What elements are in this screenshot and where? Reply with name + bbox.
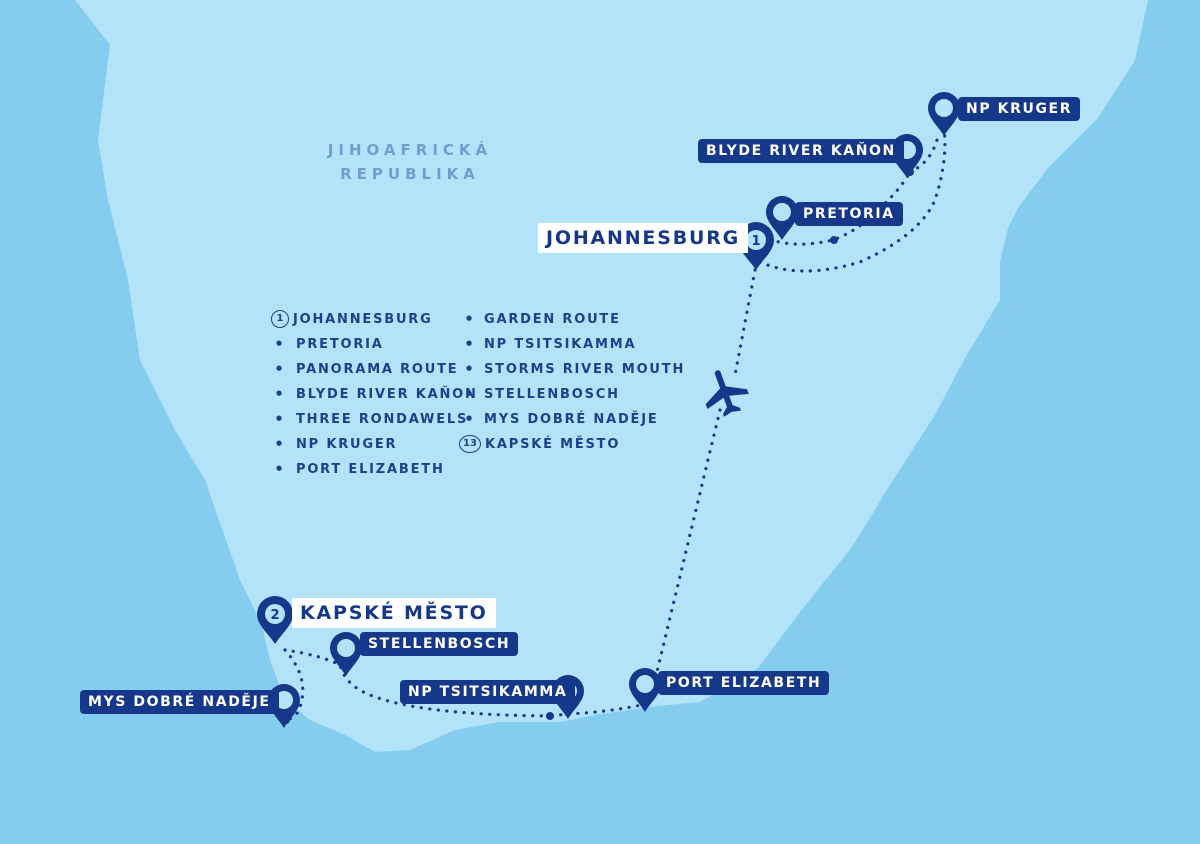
itinerary-text: MYS DOBRÉ NADĚJE xyxy=(484,411,659,427)
itinerary-number-badge: 1 xyxy=(271,310,289,328)
pin-port-elizabeth-icon xyxy=(629,668,661,712)
label-np-kruger: NP KRUGER xyxy=(958,97,1081,121)
label-port-elizabeth: PORT ELIZABETH xyxy=(658,671,830,695)
itinerary-text: NP KRUGER xyxy=(296,436,398,452)
pin-pretoria-icon xyxy=(766,196,798,240)
pins xyxy=(257,92,960,728)
pin-johannesburg-number: 1 xyxy=(751,234,760,249)
bullet-icon: • xyxy=(464,360,476,378)
route-jnb-pretoria xyxy=(760,170,912,246)
bullet-icon: • xyxy=(274,335,286,353)
land-south-africa xyxy=(75,0,1148,752)
stop-dot-panorama xyxy=(830,236,838,244)
bullet-icon: • xyxy=(274,460,286,478)
itinerary-item: • NP TSITSIKAMMA xyxy=(460,335,636,353)
bullet-icon: • xyxy=(464,310,476,328)
route-cape-mys xyxy=(278,648,305,722)
itinerary-text: STORMS RIVER MOUTH xyxy=(484,361,686,377)
itinerary-text: NP TSITSIKAMMA xyxy=(484,336,637,352)
itinerary-item: • NP KRUGER xyxy=(270,435,397,453)
itinerary-text: PRETORIA xyxy=(296,336,384,352)
bullet-icon: • xyxy=(274,385,286,403)
bullet-icon: • xyxy=(464,410,476,428)
itinerary-text: GARDEN ROUTE xyxy=(484,311,621,327)
label-mys-dobre-nadeje: MYS DOBRÉ NADĚJE xyxy=(80,690,279,714)
region-label-line1: JIHOAFRICKÁ xyxy=(327,141,493,159)
label-np-tsitsikamma: NP TSITSIKAMMA xyxy=(400,680,576,704)
itinerary-item: • PORT ELIZABETH xyxy=(270,460,445,478)
itinerary-text: PORT ELIZABETH xyxy=(296,461,445,477)
label-kapske-mesto: KAPSKÉ MĚSTO xyxy=(292,598,496,628)
bullet-icon: • xyxy=(274,435,286,453)
label-pretoria: PRETORIA xyxy=(795,202,903,226)
airplane-icon xyxy=(705,370,749,417)
region-label: JIHOAFRICKÁ REPUBLIKA xyxy=(320,138,500,186)
pin-stellenbosch-icon xyxy=(330,632,362,676)
itinerary-item: • MYS DOBRÉ NADĚJE xyxy=(460,410,659,428)
route-jnb-kruger xyxy=(758,126,947,273)
itinerary-text: KAPSKÉ MĚSTO xyxy=(485,436,621,452)
itinerary-item: • STELLENBOSCH xyxy=(460,385,620,403)
itinerary-item: •BLYDE RIVER KAŇON xyxy=(270,385,478,403)
itinerary-text: STELLENBOSCH xyxy=(484,386,620,402)
label-blyde-river-kanon: BLYDE RIVER KAŇON xyxy=(698,139,904,163)
itinerary-text: THREE RONDAWELS xyxy=(296,411,469,427)
itinerary-item: • PRETORIA xyxy=(270,335,384,353)
route-tsitsikamma-stellenbosch xyxy=(283,648,552,718)
pin-kapske-mesto-icon xyxy=(257,596,293,644)
label-stellenbosch: STELLENBOSCH xyxy=(360,632,519,656)
bullet-icon: • xyxy=(464,385,476,403)
itinerary-item: • STORMS RIVER MOUTH xyxy=(460,360,685,378)
route-jnb-pe xyxy=(653,268,757,682)
stop-dot-storms-river xyxy=(546,712,554,720)
pin-np-kruger-icon xyxy=(928,92,960,136)
itinerary-item: • PANORAMA ROUTE xyxy=(270,360,459,378)
itinerary-item: • GARDEN ROUTE xyxy=(460,310,621,328)
pin-kapske-mesto-number: 2 xyxy=(270,608,279,623)
itinerary-text: JOHANNESBURG xyxy=(293,311,433,327)
bullet-icon: • xyxy=(274,360,286,378)
region-label-line2: REPUBLIKA xyxy=(340,165,480,183)
bullet-icon: • xyxy=(274,410,286,428)
itinerary-number-badge: 13 xyxy=(459,435,481,453)
itinerary-text: BLYDE RIVER KAŇON xyxy=(296,386,478,402)
itinerary-item: • THREE RONDAWELS xyxy=(270,410,468,428)
bullet-icon: • xyxy=(464,335,476,353)
route-blyde-kruger xyxy=(908,134,940,174)
itinerary-text: PANORAMA ROUTE xyxy=(296,361,459,377)
label-johannesburg: JOHANNESBURG xyxy=(538,223,749,253)
